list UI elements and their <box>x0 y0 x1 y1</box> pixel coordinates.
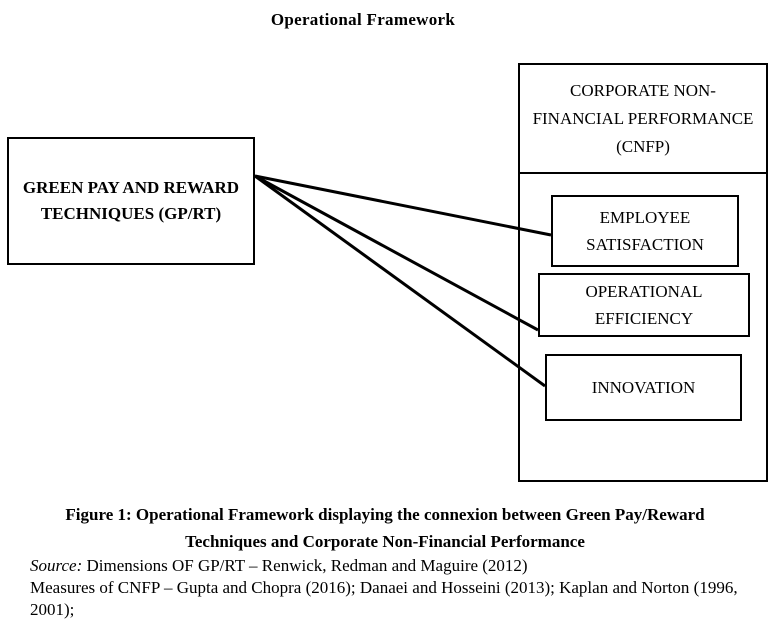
innovation-label: INNOVATION <box>591 377 696 397</box>
connector-to-employee-satisfaction <box>254 174 552 237</box>
source-line-1: Dimensions OF GP/RT – Renwick, Redman an… <box>82 556 528 575</box>
operational-efficiency-box: OPERATIONAL EFFICIENCY <box>538 273 750 337</box>
operational-efficiency-label: OPERATIONAL EFFICIENCY <box>585 282 703 328</box>
source-note: Source: Dimensions OF GP/RT – Renwick, R… <box>30 555 770 621</box>
innovation-box: INNOVATION <box>545 354 742 421</box>
source-line-2: Measures of CNFP – Gupta and Chopra (201… <box>30 578 738 619</box>
gprt-label: GREEN PAY AND REWARD TECHNIQUES (GP/RT) <box>22 178 240 223</box>
source-label: Source: <box>30 556 83 575</box>
cnfp-box: CORPORATE NON-FINANCIAL PERFORMANCE (CNF… <box>518 63 768 174</box>
connector-to-innovation <box>254 174 546 388</box>
figure-caption: Figure 1: Operational Framework displayi… <box>65 505 705 551</box>
cnfp-dimensions-container <box>518 174 768 482</box>
cnfp-label: CORPORATE NON-FINANCIAL PERFORMANCE (CNF… <box>532 80 754 156</box>
diagram-title: Operational Framework <box>270 10 456 29</box>
employee-satisfaction-box: EMPLOYEE SATISFACTION <box>551 195 739 267</box>
employee-satisfaction-label: EMPLOYEE SATISFACTION <box>586 208 704 254</box>
gprt-box: GREEN PAY AND REWARD TECHNIQUES (GP/RT) <box>7 137 255 265</box>
connector-to-operational-efficiency <box>254 174 539 332</box>
